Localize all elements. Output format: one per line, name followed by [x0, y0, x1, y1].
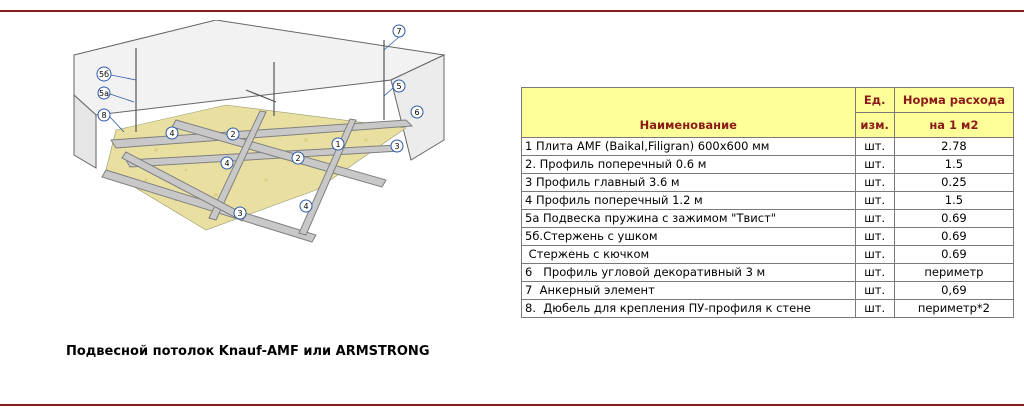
callout-5b: 5б: [99, 70, 109, 79]
header-unit-bottom: изм.: [854, 112, 895, 138]
table-row: 5а Подвеска пружина с зажимом "Твист" шт…: [521, 209, 1015, 228]
row-unit: шт.: [854, 281, 895, 300]
callout-7: 7: [396, 27, 401, 36]
row-name: 4 Профиль поперечный 1.2 м: [521, 191, 856, 210]
row-norm: 0.69: [893, 209, 1015, 228]
row-unit: шт.: [854, 227, 895, 246]
row-unit: шт.: [854, 245, 895, 264]
row-norm: 0.69: [893, 227, 1015, 246]
callout-leaders: [109, 36, 400, 133]
callout-8: 8: [101, 111, 106, 120]
ceiling-diagram: 7 5б 5а 8 5 6 4 2 1 3 4 2 4 3: [73, 20, 446, 243]
table-row: 7 Анкерный элемент шт. 0,69: [521, 281, 1015, 300]
row-name: 1 Плита AMF (Baikal,Filigran) 600х600 мм: [521, 137, 856, 156]
callout-3b: 3: [237, 209, 242, 218]
callout-5a: 5а: [99, 89, 109, 98]
callout-5: 5: [396, 82, 401, 91]
callout-4: 4: [169, 129, 174, 138]
callout-2b: 2: [295, 154, 300, 163]
row-norm: 1.5: [893, 191, 1015, 210]
row-name: 7 Анкерный элемент: [521, 281, 856, 300]
diagram-caption: Подвесной потолок Knauf-AMF или ARMSTRON…: [66, 344, 430, 359]
header-name: Наименование: [521, 87, 856, 138]
materials-table: Наименование Ед. Норма расхода изм. на 1…: [521, 87, 1015, 318]
table-header-row-2: изм. на 1 м2: [522, 112, 1015, 138]
header-norm-top: Норма расхода: [893, 87, 1015, 113]
row-norm: 0.69: [893, 245, 1015, 264]
table-row: 4 Профиль поперечный 1.2 м шт. 1.5: [521, 191, 1015, 210]
row-name: 6 Профиль угловой декоративный 3 м: [521, 263, 856, 282]
table-row: 6 Профиль угловой декоративный 3 м шт. п…: [521, 263, 1015, 282]
table-row: Стержень с кючком шт. 0.69: [521, 245, 1015, 264]
row-name: 8. Дюбель для крепления ПУ-профиля к сте…: [521, 299, 856, 318]
row-unit: шт.: [854, 137, 895, 156]
row-name: 5а Подвеска пружина с зажимом "Твист": [521, 209, 856, 228]
table-row: 5б.Стержень с ушком шт. 0.69: [521, 227, 1015, 246]
row-norm: 0.25: [893, 173, 1015, 192]
top-divider: [0, 10, 1024, 12]
row-name: Стержень с кючком: [521, 245, 856, 264]
row-name: 3 Профиль главный 3.6 м: [521, 173, 856, 192]
row-unit: шт.: [854, 173, 895, 192]
table-header-row-1: Наименование Ед. Норма расхода: [521, 87, 1015, 138]
profile-grid: [101, 110, 414, 243]
hangers: [135, 40, 385, 132]
row-name: 5б.Стержень с ушком: [521, 227, 856, 246]
callout-4b: 4: [224, 159, 229, 168]
row-norm: 0,69: [893, 281, 1015, 300]
row-unit: шт.: [854, 263, 895, 282]
row-unit: шт.: [854, 191, 895, 210]
callout-1: 1: [335, 140, 340, 149]
row-unit: шт.: [854, 299, 895, 318]
row-norm: 1.5: [893, 155, 1015, 174]
callout-3: 3: [394, 142, 399, 151]
header-norm-bottom: на 1 м2: [893, 112, 1015, 138]
callouts: 7 5б 5а 8 5 6 4 2 1 3 4 2 4 3: [96, 24, 424, 220]
table-row: 1 Плита AMF (Baikal,Filigran) 600х600 мм…: [521, 137, 1015, 156]
table-row: 2. Профиль поперечный 0.6 м шт. 1.5: [521, 155, 1015, 174]
table-row: 3 Профиль главный 3.6 м шт. 0.25: [521, 173, 1015, 192]
bottom-divider: [0, 404, 1024, 406]
row-norm: периметр*2: [893, 299, 1015, 318]
row-unit: шт.: [854, 155, 895, 174]
row-norm: периметр: [893, 263, 1015, 282]
row-name: 2. Профиль поперечный 0.6 м: [521, 155, 856, 174]
row-unit: шт.: [854, 209, 895, 228]
callout-2: 2: [230, 130, 235, 139]
callout-6: 6: [414, 108, 419, 117]
callout-4c: 4: [303, 202, 308, 211]
header-unit-top: Ед.: [854, 87, 895, 113]
table-row: 8. Дюбель для крепления ПУ-профиля к сте…: [521, 299, 1015, 318]
row-norm: 2.78: [893, 137, 1015, 156]
